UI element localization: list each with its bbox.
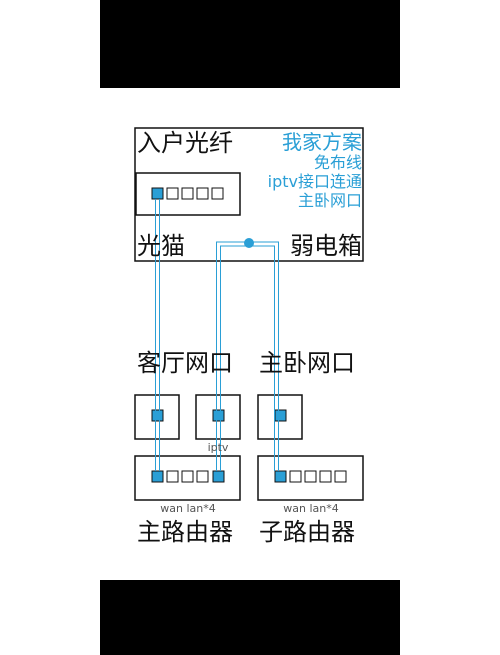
junction-dot xyxy=(244,238,254,248)
main-router-label: 主路由器 xyxy=(137,518,233,546)
main-router-lan-port-1 xyxy=(166,470,179,483)
cable-modem-to-main-wan xyxy=(155,199,160,471)
main-router-lan-port-3 xyxy=(196,470,209,483)
living-port-label: 客厅网口 xyxy=(137,349,233,377)
main-router-ports-label: wan lan*4 xyxy=(160,502,215,515)
modem-port-2 xyxy=(166,187,179,200)
scheme-title: 我家方案 xyxy=(282,130,362,154)
iptv-label: iptv xyxy=(208,441,229,454)
sub-router-wan-port xyxy=(274,470,287,483)
fiber-in-label: 入户光纤 xyxy=(137,129,233,157)
bedroom-port-box xyxy=(257,394,303,440)
sub-router-ports-label: wan lan*4 xyxy=(283,502,338,515)
bedroom-port-label: 主卧网口 xyxy=(259,349,355,377)
living-port-2-jack xyxy=(212,409,225,422)
scheme-line-3: 主卧网口 xyxy=(298,191,362,210)
bedroom-port-jack xyxy=(274,409,287,422)
main-router-wan-port xyxy=(151,470,164,483)
sub-router-lan-port-2 xyxy=(304,470,317,483)
modem-port-1 xyxy=(151,187,164,200)
sub-router-lan-port-3 xyxy=(319,470,332,483)
weak-box-frame xyxy=(134,127,364,262)
main-router-lan-port-4 xyxy=(212,470,225,483)
sub-router-lan-port-4 xyxy=(334,470,347,483)
scheme-line-1: 免布线 xyxy=(314,153,362,172)
bottom-black-bar xyxy=(100,580,400,655)
scheme-line-2: iptv接口连通 xyxy=(268,172,362,191)
modem-label: 光猫 xyxy=(137,232,185,260)
weak-box-label: 弱电箱 xyxy=(290,232,362,260)
main-router-lan-port-2 xyxy=(181,470,194,483)
living-port-1-jack xyxy=(151,409,164,422)
living-port-box-1 xyxy=(134,394,180,440)
modem-port-3 xyxy=(181,187,194,200)
sub-router-lan-port-1 xyxy=(289,470,302,483)
main-router-box xyxy=(134,455,241,501)
living-port-box-2 xyxy=(195,394,241,440)
sub-router-box xyxy=(257,455,364,501)
modem-box xyxy=(135,172,241,216)
modem-port-5 xyxy=(211,187,224,200)
sub-router-label: 子路由器 xyxy=(259,518,355,546)
modem-port-4 xyxy=(196,187,209,200)
top-black-bar xyxy=(100,0,400,88)
